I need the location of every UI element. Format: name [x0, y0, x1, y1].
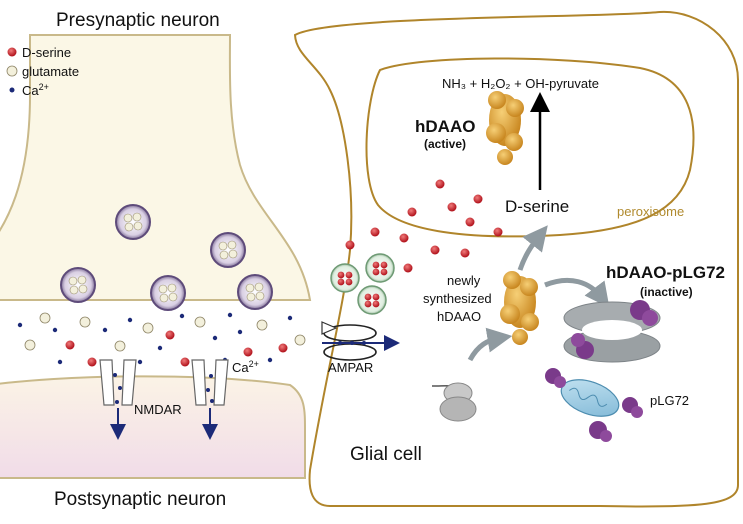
- hdaao-active-state: (active): [424, 137, 466, 151]
- legend-glutamate-dot: [6, 65, 18, 77]
- d-serine-molecule: [460, 248, 470, 258]
- calcium-ion: [57, 359, 63, 365]
- legend-calcium-label: Ca2+: [22, 82, 49, 98]
- ampa-receptor: [322, 324, 400, 361]
- d-serine-molecule: [435, 179, 445, 189]
- legend-glutamate-label: glutamate: [22, 64, 79, 79]
- glial-d-serine-molecules: [345, 179, 503, 273]
- glutamate-molecule: [256, 319, 268, 331]
- d-serine-molecule: [165, 330, 175, 340]
- vesicle: [210, 232, 246, 268]
- vesicle: [237, 274, 273, 310]
- d-serine-molecule: [65, 340, 75, 350]
- calcium-ion: [157, 345, 163, 351]
- d-serine-molecule: [180, 357, 190, 367]
- calcium-ion: [287, 315, 293, 321]
- d-serine-molecule: [465, 217, 475, 227]
- calcium-ion: [179, 313, 185, 319]
- glial-cell-label: Glial cell: [350, 444, 422, 465]
- glutamate-molecule: [24, 339, 36, 351]
- glial-vesicle: [330, 263, 360, 293]
- d-serine-molecule: [87, 357, 97, 367]
- legend-calcium-dot: [9, 87, 15, 93]
- synaptic-vesicles: [60, 204, 273, 311]
- ribosome: [431, 382, 477, 422]
- vesicle: [115, 204, 151, 240]
- ampar-pointer-arrow: [321, 321, 338, 335]
- d-serine-molecule: [493, 227, 503, 237]
- ca-synapse-label: Ca2+: [232, 359, 259, 375]
- legend-d-serine-label: D-serine: [22, 45, 71, 60]
- d-serine-molecule: [407, 207, 417, 217]
- reaction-products-label: NH₃ + H₂O₂ + OH-pyruvate: [442, 76, 599, 91]
- nmdar-label: NMDAR: [134, 402, 182, 417]
- vesicle: [150, 275, 186, 311]
- glutamate-molecule: [79, 316, 91, 328]
- d-serine-molecule: [399, 233, 409, 243]
- plg72-label: pLG72: [650, 393, 689, 408]
- d-serine-molecule: [345, 240, 355, 250]
- hdaao-newly-synthesized-enzyme: [500, 271, 539, 345]
- d-serine-molecule: [430, 245, 440, 255]
- newly-synthesized-line1: newly: [447, 273, 481, 288]
- synaptic-cleft-molecules: [17, 312, 306, 367]
- complex-state: (inactive): [640, 285, 693, 299]
- d-serine-molecule: [370, 227, 380, 237]
- hdaao-active-enzyme: [486, 91, 524, 165]
- d-serine-molecule: [473, 194, 483, 204]
- postsynaptic-label: Postsynaptic neuron: [54, 489, 226, 510]
- glutamate-molecule: [194, 316, 206, 328]
- glutamate-molecule: [294, 334, 306, 346]
- legend: D-serine glutamate Ca2+: [6, 45, 79, 98]
- peroxisome-label: peroxisome: [617, 204, 684, 219]
- hdaao-to-complex-arrow: [544, 277, 610, 308]
- calcium-ion: [237, 329, 243, 335]
- d-serine-molecule: [403, 263, 413, 273]
- presynaptic-label: Presynaptic neuron: [56, 10, 220, 31]
- glial-vesicle: [357, 285, 387, 315]
- d-serine-peroxisome-label: D-serine: [505, 197, 569, 216]
- calcium-ion: [212, 335, 218, 341]
- newly-synthesized-line2: synthesized: [423, 291, 492, 306]
- mitochondrion: [560, 379, 620, 417]
- complex-name: hDAAO-pLG72: [606, 263, 725, 282]
- d-serine-molecule: [278, 343, 288, 353]
- postsynaptic-neuron-membrane: [0, 375, 306, 479]
- hdaao-to-peroxisome-arrow: [517, 225, 548, 271]
- hdaao-plg72-complex: [563, 300, 661, 363]
- glial-vesicles: [330, 253, 395, 315]
- glial-vesicle: [365, 253, 395, 283]
- glutamate-molecule: [114, 340, 126, 352]
- calcium-ion: [267, 357, 273, 363]
- calcium-ion: [102, 327, 108, 333]
- nmda-receptor: [99, 359, 137, 440]
- d-serine-molecule: [447, 202, 457, 212]
- calcium-ion: [17, 322, 23, 328]
- calcium-ion: [137, 359, 143, 365]
- glial-cell-membrane: [293, 10, 739, 508]
- peroxisome-membrane: [365, 57, 695, 238]
- ampar-label: AMPAR: [328, 360, 373, 375]
- calcium-ion: [52, 327, 58, 333]
- calcium-ion: [227, 312, 233, 318]
- d-serine-molecule: [243, 347, 253, 357]
- newly-synthesized-line3: hDAAO: [437, 309, 481, 324]
- vesicle: [60, 267, 96, 303]
- glutamate-molecule: [142, 322, 154, 334]
- legend-d-serine-dot: [7, 47, 17, 57]
- nmda-receptor: [191, 359, 229, 440]
- plg72-proteins: [545, 368, 643, 442]
- glutamate-molecule: [39, 312, 51, 324]
- ribosome-to-hdaao-arrow: [467, 327, 513, 362]
- calcium-ion: [127, 317, 133, 323]
- hdaao-active-name: hDAAO: [415, 117, 475, 136]
